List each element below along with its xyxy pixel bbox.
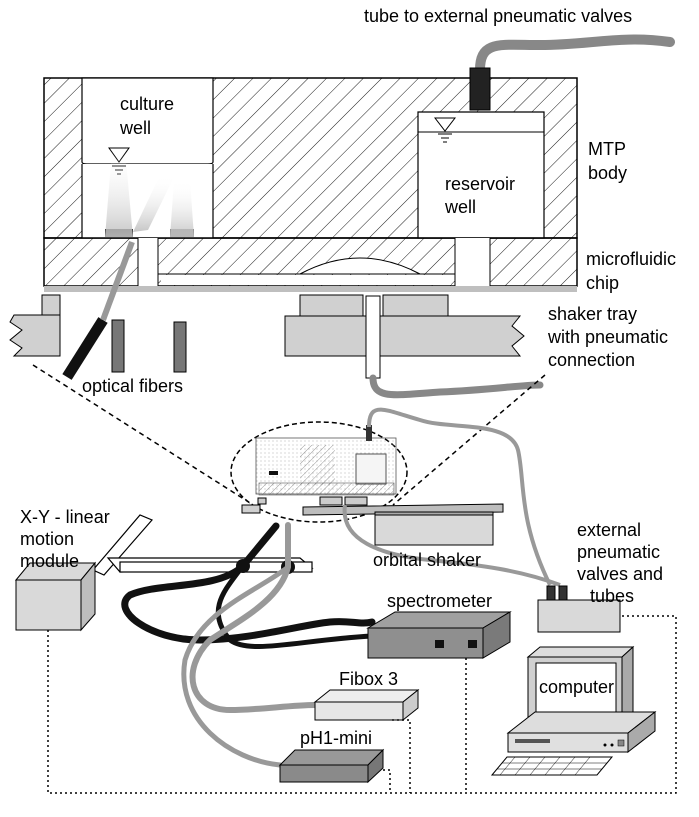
label-external-valves-4: tubes [590, 586, 634, 606]
orbital-shaker [241, 503, 504, 546]
label-microfluidic-chip-2: chip [586, 273, 619, 293]
zoom-lines [32, 364, 546, 509]
label-linear-motion-3: module [20, 551, 79, 571]
label-mtp-body-1: MTP [588, 139, 626, 159]
label-tube-to-valves: tube to external pneumatic valves [364, 6, 632, 26]
label-reservoir-well-2: well [444, 197, 476, 217]
label-external-valves-2: pneumatic [577, 542, 660, 562]
pneumatic-tube-top [469, 34, 675, 111]
reservoir-well [417, 111, 545, 239]
label-fibox: Fibox 3 [339, 669, 398, 689]
optical-fibers [62, 240, 187, 380]
spectrometer-box [366, 611, 512, 659]
label-optical-fibers: optical fibers [82, 376, 183, 396]
data-connections [47, 615, 677, 794]
computer [490, 645, 657, 776]
fiber-cable-black [121, 522, 376, 650]
sensor-spots [105, 150, 194, 237]
shaker-tray [9, 294, 544, 399]
label-linear-motion-1: X-Y - linear [20, 507, 110, 527]
label-ph1-mini: pH1-mini [300, 728, 372, 748]
label-mtp-body-2: body [588, 163, 627, 183]
label-microfluidic-chip-1: microfluidic [586, 249, 676, 269]
external-valves-box [537, 585, 621, 633]
microfluidic-chip [43, 237, 578, 292]
label-shaker-tray-2: with pneumatic [547, 327, 668, 347]
label-linear-motion-2: motion [20, 529, 74, 549]
label-culture-well-1: culture [120, 94, 174, 114]
label-reservoir-well-1: reservoir [445, 174, 515, 194]
ph1-mini-box [278, 748, 385, 784]
fibox-box [313, 688, 420, 722]
label-computer: computer [539, 677, 614, 697]
label-spectrometer: spectrometer [387, 591, 492, 611]
magnified-view [230, 421, 408, 523]
linear-motion-module [14, 514, 314, 632]
pneumatic-tube-bottom [342, 407, 561, 587]
label-orbital-shaker: orbital shaker [373, 550, 481, 570]
label-external-valves-1: external [577, 520, 641, 540]
label-external-valves-3: valves and [577, 564, 663, 584]
label-shaker-tray-1: shaker tray [548, 304, 637, 324]
fiber-cable-gray [181, 522, 318, 768]
label-shaker-tray-3: connection [548, 350, 635, 370]
label-culture-well-2: well [119, 118, 151, 138]
